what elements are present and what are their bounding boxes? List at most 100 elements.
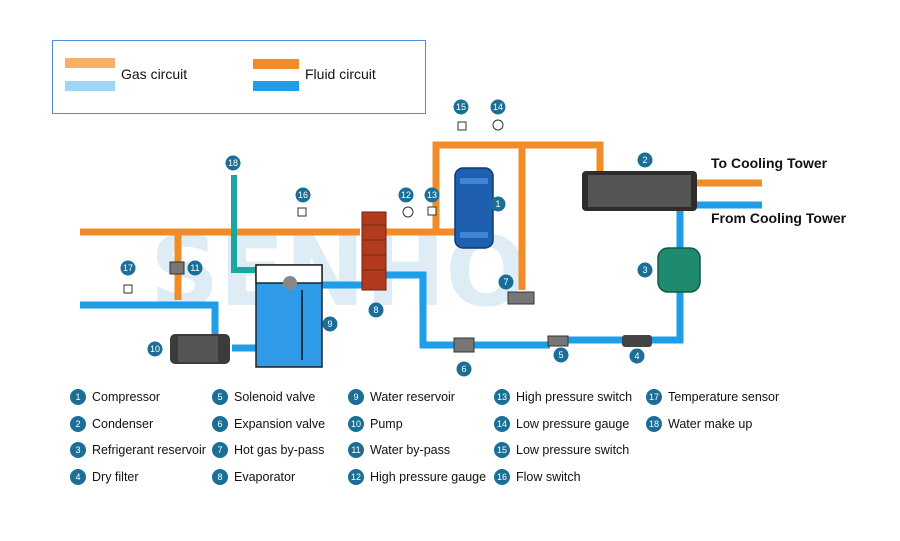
component-number-badge: 17	[646, 389, 662, 405]
pump	[170, 334, 230, 364]
component-number-badge: 11	[348, 442, 364, 458]
component-key-item: 10 Pump	[348, 415, 403, 432]
to-cooling-tower-label: To Cooling Tower	[711, 155, 828, 171]
component-label: Expansion valve	[234, 416, 326, 431]
component-key-item: 7 Hot gas by-pass	[212, 442, 324, 458]
water-reservoir	[255, 264, 323, 368]
component-label: Condenser	[92, 416, 154, 431]
diagram-badge-15: 15	[453, 99, 469, 115]
instruments	[123, 119, 504, 294]
component-number-badge: 8	[212, 468, 228, 485]
diagram-badge-14: 14	[490, 99, 506, 115]
component-number-badge: 14	[494, 415, 510, 432]
component-label: Flow switch	[516, 469, 581, 484]
component-label: Compressor	[92, 390, 161, 404]
component-number-badge: 18	[646, 415, 662, 432]
component-label: Dry filter	[92, 469, 139, 484]
component-label: Low pressure gauge	[516, 416, 630, 431]
component-key-item: 14 Low pressure gauge	[494, 415, 630, 432]
component-number-badge: 3	[70, 442, 86, 458]
component-key-item: 15 Low pressure switch	[494, 442, 629, 458]
diagram-badge-number: 5	[558, 350, 563, 360]
component-label: Temperature sensor	[668, 390, 780, 404]
refrigerant-reservoir	[657, 247, 701, 293]
component-label: Water make up	[668, 416, 753, 431]
diagram-badge-7: 7	[498, 274, 514, 290]
component-label: Pump	[370, 416, 403, 431]
gas-swatch-blue	[65, 81, 115, 91]
component-number-badge: 12	[348, 468, 364, 485]
component-label: Water reservoir	[370, 390, 455, 404]
compressor	[454, 167, 494, 249]
diagram-badge-11: 11	[187, 260, 203, 276]
from-cooling-tower-label: From Cooling Tower	[711, 210, 847, 226]
evaporator	[361, 211, 387, 291]
component-label: High pressure switch	[516, 390, 633, 404]
gas-swatch	[65, 58, 115, 68]
component-key-item: 3 Refrigerant reservoir	[70, 442, 206, 458]
diagram-badge-number: 7	[503, 277, 508, 287]
component-key-item: 18 Water make up	[646, 415, 753, 432]
component-number-badge: 4	[70, 468, 86, 485]
diagram-badge-number: 18	[228, 158, 238, 168]
component-number-badge: 16	[494, 468, 510, 485]
component-key-item: 1 Compressor	[70, 389, 160, 405]
component-label: Solenoid valve	[234, 390, 316, 404]
valves	[169, 261, 569, 353]
diagram-badge-number: 16	[298, 190, 308, 200]
diagram-badge-number: 17	[123, 263, 133, 273]
diagram-badge-2: 2	[637, 152, 653, 168]
component-label: Evaporator	[234, 469, 296, 484]
diagram-badge-17: 17	[120, 260, 136, 276]
component-number-badge: 6	[212, 415, 228, 432]
diagram-badge-number: 4	[634, 351, 639, 361]
component-number-badge: 13	[494, 389, 510, 405]
component-key-item: 12 High pressure gauge	[348, 468, 487, 485]
diagram-badge-number: 2	[642, 155, 647, 165]
component-key-item: 6 Expansion valve	[212, 415, 326, 432]
component-key-item: 9 Water reservoir	[348, 389, 455, 405]
diagram-badge-number: 13	[427, 190, 437, 200]
diagram-badge-number: 1	[495, 199, 500, 209]
legend-box: Gas circuit Fluid circuit	[52, 40, 426, 114]
gas-circuit-label: Gas circuit	[121, 66, 188, 82]
diagram-badge-1: 1	[490, 196, 506, 212]
fluid-pipes	[80, 201, 762, 352]
diagram-badge-number: 11	[190, 263, 199, 273]
diagram-badge-5: 5	[553, 347, 569, 363]
diagram-badge-number: 15	[456, 102, 466, 112]
component-number-badge: 5	[212, 389, 228, 405]
component-key-item: 17 Temperature sensor	[646, 389, 779, 405]
diagram-badge-18: 18	[225, 155, 241, 171]
component-label: High pressure gauge	[370, 469, 487, 484]
diagram-badge-number: 14	[493, 102, 503, 112]
component-number-badge: 9	[348, 389, 364, 405]
diagram-badge-number: 8	[373, 305, 378, 315]
component-number-badge: 15	[494, 442, 510, 458]
component-label: Hot gas by-pass	[234, 443, 325, 457]
component-label: Low pressure switch	[516, 443, 630, 457]
diagram-badge-number: 6	[461, 364, 466, 374]
diagram-badge-number: 9	[327, 319, 332, 329]
diagram-badge-10: 10	[147, 341, 163, 357]
fluid-swatch-blue	[253, 81, 299, 91]
dry-filter	[622, 335, 652, 347]
diagram-badge-16: 16	[295, 187, 311, 203]
diagram-badge-6: 6	[456, 361, 472, 377]
fluid-swatch-orange	[253, 59, 299, 69]
diagram-badge-8: 8	[368, 302, 384, 318]
condenser	[582, 171, 697, 211]
component-key-item: 16 Flow switch	[494, 468, 581, 485]
component-number-badge: 7	[212, 442, 228, 458]
diagram-badge-number: 12	[401, 190, 411, 200]
component-number-badge: 1	[70, 389, 86, 405]
component-key-item: 8 Evaporator	[212, 468, 296, 485]
component-key-item: 4 Dry filter	[70, 468, 139, 485]
component-key-item: 13 High pressure switch	[494, 389, 632, 405]
diagram-badge-number: 10	[150, 344, 160, 354]
component-label: Refrigerant reservoir	[92, 443, 206, 457]
component-number-badge: 10	[348, 415, 364, 432]
